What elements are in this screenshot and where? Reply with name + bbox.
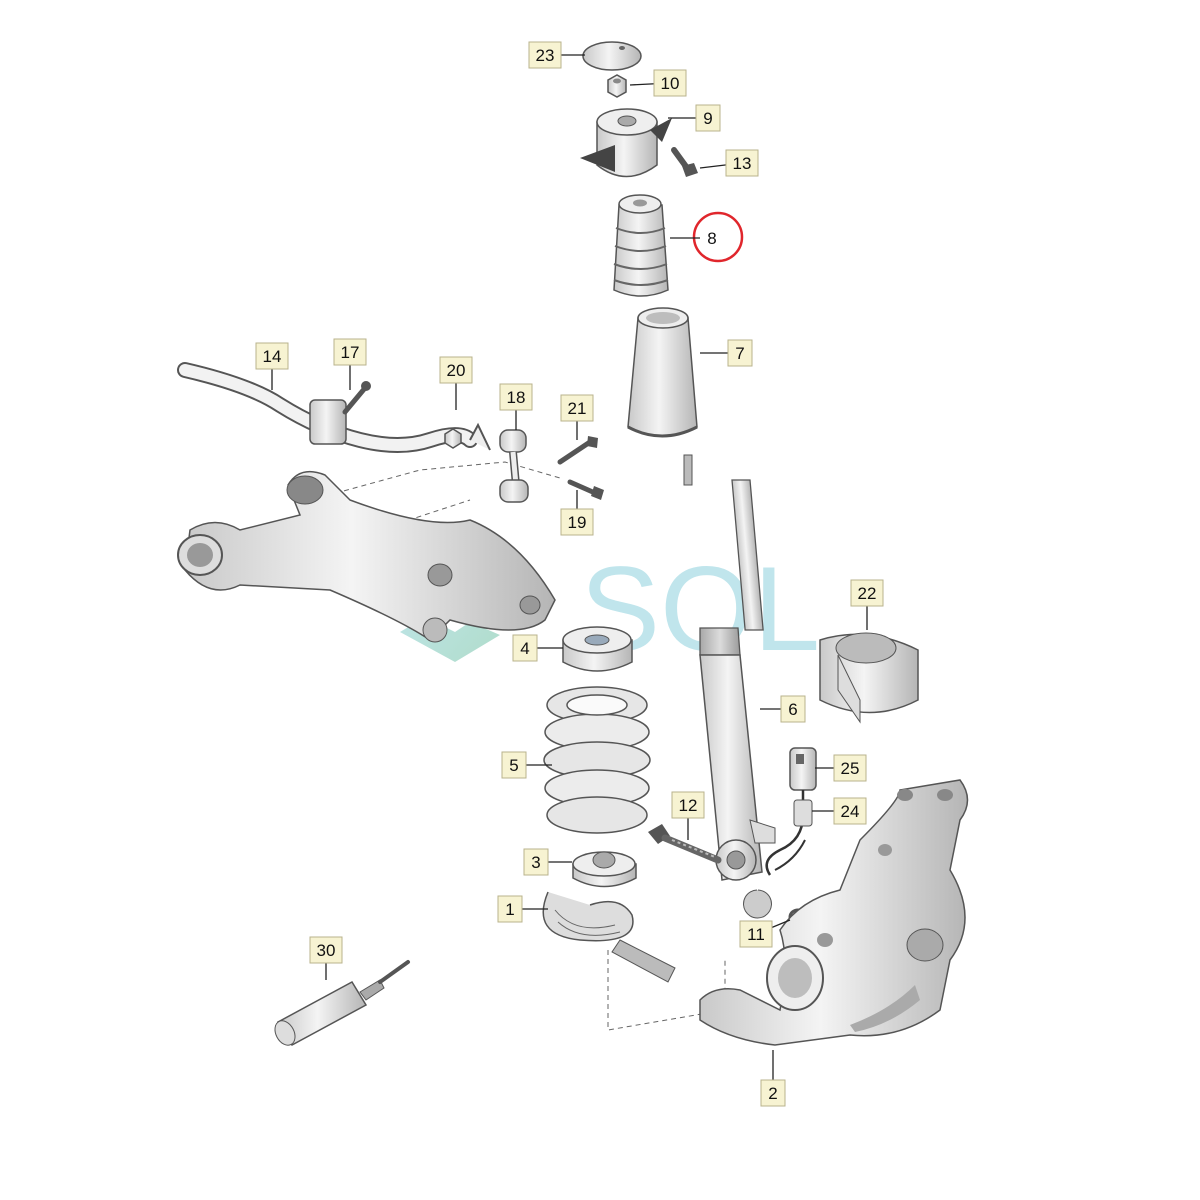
nut-part-20 xyxy=(444,428,462,449)
callout-label-12: 12 xyxy=(671,791,705,819)
bump-stop-part-8 xyxy=(613,194,669,297)
callout-label-24: 24 xyxy=(833,797,867,825)
callout-box-10 xyxy=(653,69,687,97)
sensor-part-25 xyxy=(789,747,817,791)
callout-box-22 xyxy=(850,579,884,607)
callout-label-21: 21 xyxy=(560,394,594,422)
callout-number-19: 19 xyxy=(568,513,587,532)
callout-label-22: 22 xyxy=(850,579,884,607)
bolt-part-21 xyxy=(557,436,598,465)
callout-box-25 xyxy=(833,754,867,782)
protective-sleeve-part-7 xyxy=(627,307,698,438)
callout-label-9: 9 xyxy=(695,104,721,132)
sensor-cable-part-24 xyxy=(765,790,813,876)
callout-label-30: 30 xyxy=(309,936,343,964)
callout-label-6: 6 xyxy=(780,695,806,723)
callout-box-19 xyxy=(560,508,594,536)
callout-box-7 xyxy=(727,339,753,367)
bolt-part-13 xyxy=(671,147,698,177)
shock-absorber-part-6 xyxy=(683,454,806,919)
callout-number-5: 5 xyxy=(509,756,518,775)
callout-number-13: 13 xyxy=(733,154,752,173)
bolt-part-17 xyxy=(342,381,371,415)
callout-label-19: 19 xyxy=(560,508,594,536)
wheel-carrier-part-2 xyxy=(699,779,969,1046)
callout-number-7: 7 xyxy=(735,344,744,363)
callout-number-2: 2 xyxy=(768,1084,777,1103)
callout-box-3 xyxy=(523,848,549,876)
callout-number-4: 4 xyxy=(520,639,529,658)
bolt-part-12 xyxy=(648,824,722,864)
callout-box-14 xyxy=(255,342,289,370)
callout-label-4: 4 xyxy=(512,634,538,662)
callout-label-13: 13 xyxy=(725,149,759,177)
callout-box-13 xyxy=(725,149,759,177)
callout-number-20: 20 xyxy=(447,361,466,380)
highlight-circle-part-8 xyxy=(692,211,744,263)
bushing-part-22 xyxy=(819,632,919,724)
nut-part-10 xyxy=(607,74,627,98)
callout-box-21 xyxy=(560,394,594,422)
callout-label-23: 23 xyxy=(528,41,562,69)
callout-box-2 xyxy=(760,1079,786,1107)
callout-number-18: 18 xyxy=(507,388,526,407)
callout-number-1: 1 xyxy=(505,900,514,919)
callout-box-5 xyxy=(501,751,527,779)
callout-number-23: 23 xyxy=(536,46,555,65)
strut-mount-part-9 xyxy=(580,108,672,178)
callout-label-18: 18 xyxy=(499,383,533,411)
callout-number-8: 8 xyxy=(707,229,716,248)
callout-label-8: 8 xyxy=(707,229,716,248)
callout-box-4 xyxy=(512,634,538,662)
callout-box-30 xyxy=(309,936,343,964)
callout-label-17: 17 xyxy=(333,338,367,366)
callout-label-2: 2 xyxy=(760,1079,786,1107)
coupling-rod-part-18 xyxy=(499,429,529,503)
callout-number-14: 14 xyxy=(263,347,282,366)
callout-label-1: 1 xyxy=(497,895,523,923)
callout-number-30: 30 xyxy=(317,941,336,960)
callout-number-22: 22 xyxy=(858,584,877,603)
callout-label-5: 5 xyxy=(501,751,527,779)
dust-cap-part-23 xyxy=(582,41,642,71)
stabilizer-bar-part-14 xyxy=(177,362,491,453)
callout-number-12: 12 xyxy=(679,796,698,815)
callout-box-12 xyxy=(671,791,705,819)
callout-box-9 xyxy=(695,104,721,132)
lower-spring-seat-part-3 xyxy=(572,851,637,888)
spring-pad-part-1 xyxy=(542,891,676,983)
callout-label-10: 10 xyxy=(653,69,687,97)
callout-label-11: 11 xyxy=(739,920,773,948)
callout-number-3: 3 xyxy=(531,853,540,872)
callout-number-17: 17 xyxy=(341,343,360,362)
callout-box-6 xyxy=(780,695,806,723)
callout-label-20: 20 xyxy=(439,356,473,384)
callout-number-25: 25 xyxy=(841,759,860,778)
callout-label-14: 14 xyxy=(255,342,289,370)
callout-box-11 xyxy=(739,920,773,948)
callout-label-3: 3 xyxy=(523,848,549,876)
callout-box-17 xyxy=(333,338,367,366)
callout-number-11: 11 xyxy=(747,925,765,944)
callout-box-1 xyxy=(497,895,523,923)
coil-spring-part-5 xyxy=(543,686,651,834)
callout-number-6: 6 xyxy=(788,700,797,719)
callout-label-7: 7 xyxy=(727,339,753,367)
lower-control-arm xyxy=(177,470,556,643)
callout-box-20 xyxy=(439,356,473,384)
callout-number-9: 9 xyxy=(703,109,712,128)
callout-number-24: 24 xyxy=(841,802,860,821)
callout-box-24 xyxy=(833,797,867,825)
spring-seat-part-4 xyxy=(562,626,633,672)
callout-box-23 xyxy=(528,41,562,69)
callout-number-10: 10 xyxy=(661,74,680,93)
callout-label-25: 25 xyxy=(833,754,867,782)
callout-box-18 xyxy=(499,383,533,411)
callout-number-21: 21 xyxy=(568,399,587,418)
grease-tube-part-30 xyxy=(274,960,410,1046)
bolt-part-19 xyxy=(567,479,604,500)
